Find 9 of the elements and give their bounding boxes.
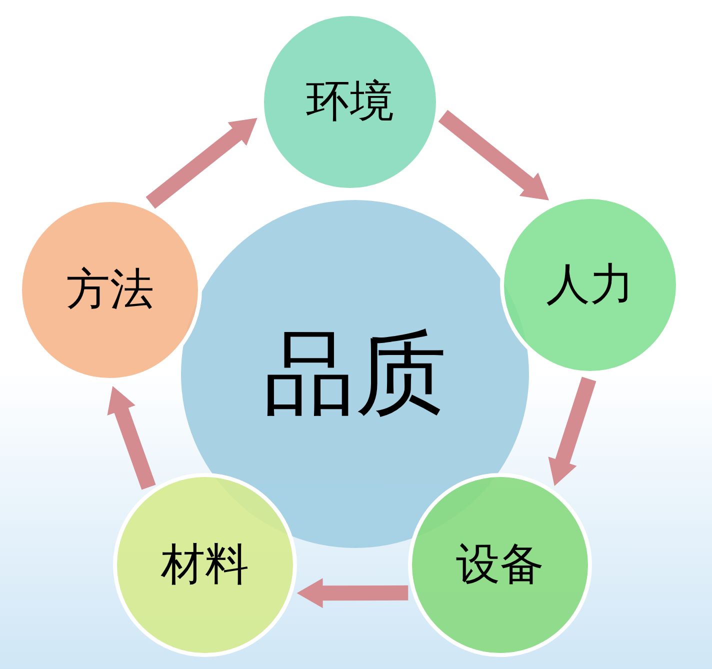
node-label: 方法: [66, 268, 154, 312]
arrow: [547, 376, 596, 488]
node-label: 人力: [546, 263, 634, 307]
node-label: 环境: [306, 80, 394, 124]
node-label: 设备: [456, 543, 544, 587]
node-label: 材料: [161, 543, 249, 587]
arrow: [296, 578, 408, 608]
node-label: 品质: [263, 328, 447, 420]
arrow: [106, 383, 156, 490]
